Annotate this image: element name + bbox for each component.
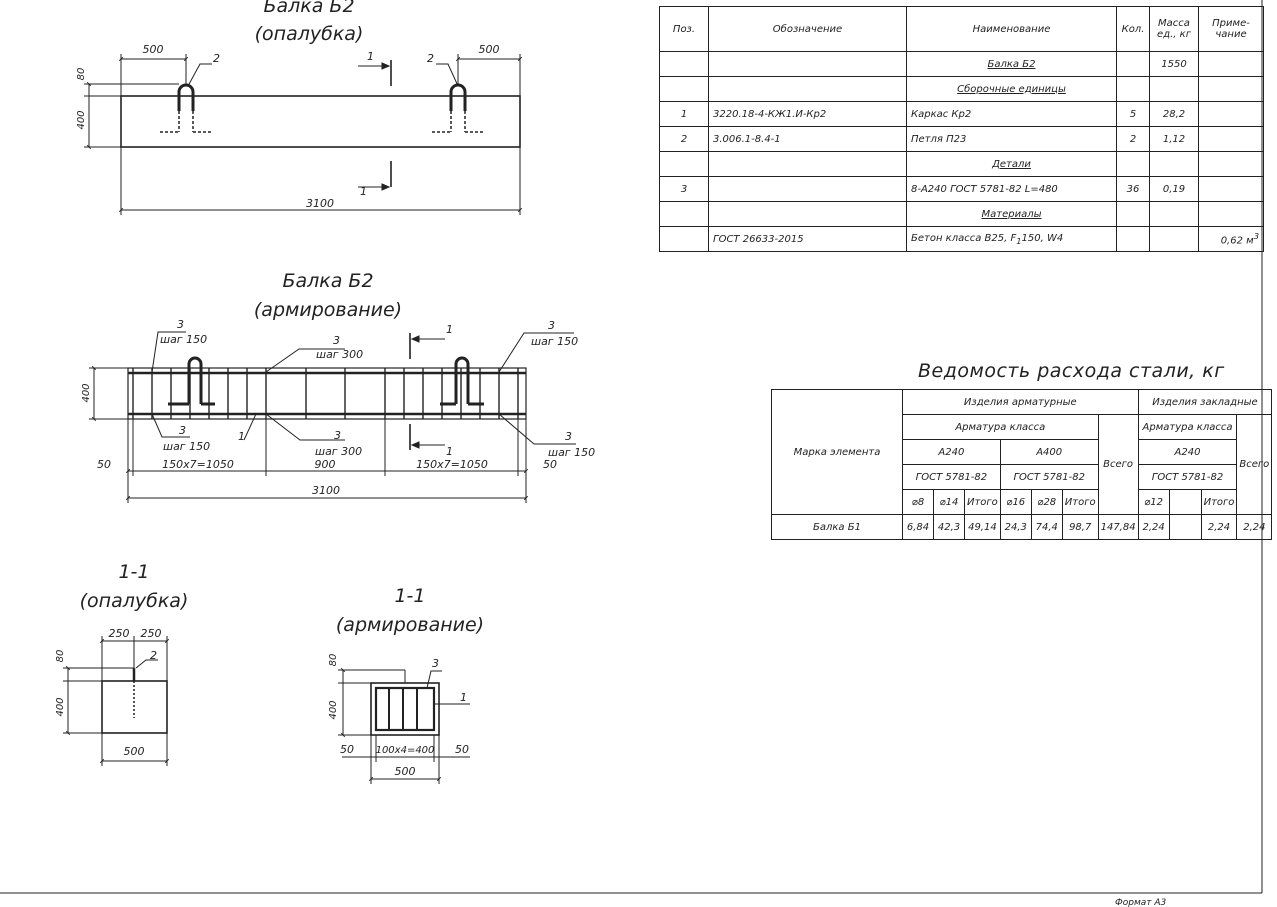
beam-reinf-outline xyxy=(127,367,527,420)
sec-reinf-dim-500: 500 xyxy=(395,765,416,778)
reinf-title: Балка Б2 xyxy=(282,270,373,292)
section-reinf-view: 1-1 (армирование) 3 1 80 400 50 100x xyxy=(328,585,484,784)
spec-row: Сборочные единицы xyxy=(659,76,1264,102)
section-mark-bottom: 1 xyxy=(360,185,367,198)
reinf-mark-3-d: 3 xyxy=(179,424,186,437)
section-mark-top: 1 xyxy=(367,50,374,63)
reinf-dim-3100: 3100 xyxy=(312,484,340,497)
spec-concrete-name: Бетон класса В25, F1150, W4 xyxy=(906,226,1117,252)
steel-table-title: Ведомость расхода стали, кг xyxy=(918,360,1225,382)
reinf-dim-1050-left: 150x7=1050 xyxy=(162,458,234,471)
sec-form-title: 1-1 xyxy=(118,561,149,583)
steel-table: Марка элемента Изделия арматурные Издели… xyxy=(771,389,1273,540)
steel-mark-header: Марка элемента xyxy=(771,389,903,515)
reinf-section-mark-top: 1 xyxy=(446,323,453,336)
reinf-dim-50-right: 50 xyxy=(543,458,557,471)
sec-reinf-subtitle: (армирование) xyxy=(336,614,484,636)
reinf-subtitle: (армирование) xyxy=(254,299,402,321)
reinf-mark-3-b: 3 xyxy=(333,334,340,347)
dim-400: 400 xyxy=(76,110,87,129)
lifting-loop-left xyxy=(177,83,195,111)
beam-outline xyxy=(120,95,521,148)
steel-embedded-items: Изделия закладные xyxy=(1137,389,1273,415)
reinf-loop-left xyxy=(168,356,215,406)
sec-reinf-dim-100x4: 100x4=400 xyxy=(376,745,435,756)
sec-reinf-outline xyxy=(370,682,440,736)
reinf-step-c: шаг 150 xyxy=(531,335,578,348)
sec-reinf-title: 1-1 xyxy=(394,585,425,607)
spec-header-pos: Поз. xyxy=(659,6,709,52)
reinf-step-e: шаг 300 xyxy=(315,445,362,458)
sec-reinf-dim-400: 400 xyxy=(328,700,339,719)
sec-reinf-mark-3: 3 xyxy=(432,657,439,670)
sec-form-dim-250-right: 250 xyxy=(141,627,162,640)
spec-row: 2 3.006.1-8.4-1 Петля П23 2 1,12 xyxy=(659,126,1264,152)
spec-concrete-volume: 0,62 м3 xyxy=(1198,226,1264,252)
sec-form-dim-400: 400 xyxy=(55,697,66,716)
reinf-dim-1050-right: 150x7=1050 xyxy=(416,458,488,471)
sec-form-dim-250-left: 250 xyxy=(109,627,130,640)
dim-500-right: 500 xyxy=(479,43,500,56)
reinf-mark-3-e: 3 xyxy=(334,429,341,442)
sec-form-dim-500: 500 xyxy=(124,745,145,758)
spec-header-qty: Кол. xyxy=(1116,6,1150,52)
steel-armature-items: Изделия арматурные xyxy=(902,389,1139,415)
sec-form-dim-80: 80 xyxy=(55,650,66,663)
spec-header-note: Приме-чание xyxy=(1198,6,1264,52)
formwork-subtitle: (опалубка) xyxy=(255,23,364,45)
sec-reinf-mark-1: 1 xyxy=(460,691,467,704)
reinf-mark-3-f: 3 xyxy=(565,430,572,443)
steel-total-header-1: Всего xyxy=(1097,414,1139,515)
reinf-step-b: шаг 300 xyxy=(316,348,363,361)
sec-reinf-dim-80: 80 xyxy=(328,654,339,667)
reinf-dim-900: 900 xyxy=(315,458,336,471)
lifting-loop-right xyxy=(449,83,467,111)
beam-formwork-view: Балка Б2 (опалубка) xyxy=(76,0,523,215)
reinf-loop-right xyxy=(440,356,484,406)
spec-row: 1 3220.18-4-КЖ1.И-Кр2 Каркас Кр2 5 28,2 xyxy=(659,101,1264,127)
spec-header-name: Наименование xyxy=(906,6,1117,52)
reinf-mark-3-a: 3 xyxy=(177,318,184,331)
spec-row: Материалы xyxy=(659,201,1264,227)
spec-row: Балка Б2 1550 xyxy=(659,51,1264,77)
dim-3100: 3100 xyxy=(306,197,334,210)
beam-reinforcement-view: Балка Б2 (армирование) xyxy=(81,270,595,503)
dim-500-left: 500 xyxy=(143,43,164,56)
spec-row: 3 8-А240 ГОСТ 5781-82 L=480 36 0,19 xyxy=(659,176,1264,202)
sec-form-mark-2: 2 xyxy=(150,649,157,662)
formwork-title: Балка Б2 xyxy=(263,0,354,17)
spec-row: Детали xyxy=(659,151,1264,177)
reinf-mark-1: 1 xyxy=(238,430,245,443)
specification-table: Поз. Обозначение Наименование Кол. Масса… xyxy=(659,6,1264,252)
sec-reinf-dim-50-left: 50 xyxy=(340,743,354,756)
spec-header-row: Поз. Обозначение Наименование Кол. Масса… xyxy=(659,6,1264,52)
reinf-dim-400: 400 xyxy=(81,383,92,402)
sec-form-subtitle: (опалубка) xyxy=(80,590,189,612)
spec-header-designation: Обозначение xyxy=(708,6,907,52)
reinf-step-d: шаг 150 xyxy=(163,440,210,453)
format-label: Формат А3 xyxy=(1115,898,1167,907)
reinf-dim-50-left: 50 xyxy=(97,458,111,471)
sec-reinf-dim-50-right: 50 xyxy=(455,743,469,756)
reinf-step-f: шаг 150 xyxy=(548,446,595,459)
steel-total-header-2: Всего xyxy=(1236,414,1273,515)
spec-row: ГОСТ 26633-2015 Бетон класса В25, F1150,… xyxy=(659,226,1264,252)
mark-2-right: 2 xyxy=(427,52,434,65)
section-formwork-view: 1-1 (опалубка) 250 250 2 80 400 500 xyxy=(55,561,188,766)
mark-2-left: 2 xyxy=(213,52,220,65)
dim-80: 80 xyxy=(76,68,87,81)
steel-data-row: Балка Б1 6,84 42,3 49,14 24,3 74,4 98,7 … xyxy=(771,514,1273,540)
reinf-mark-3-c: 3 xyxy=(548,319,555,332)
reinf-section-mark-bottom: 1 xyxy=(446,445,453,458)
reinf-step-a: шаг 150 xyxy=(160,333,207,346)
